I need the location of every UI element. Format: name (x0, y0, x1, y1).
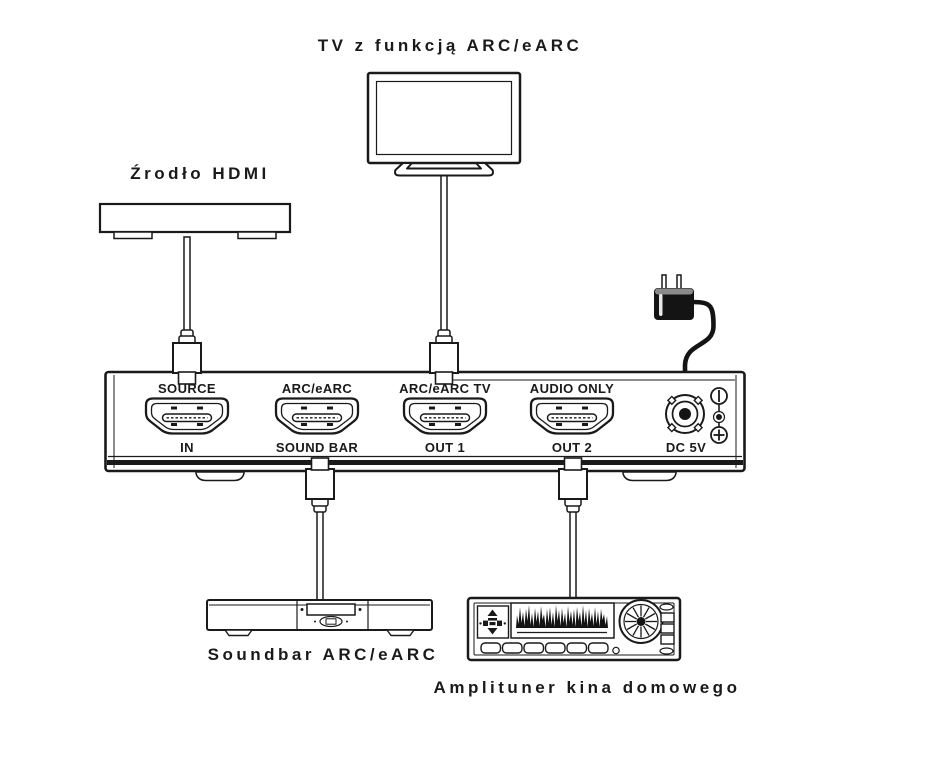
port-top-label-arc-earc-tv: ARC/eARC TV (399, 381, 491, 396)
port-top-label-audio-only: AUDIO ONLY (529, 381, 615, 396)
hdmi-port-soundbar (274, 397, 360, 435)
port-top-label-arc-earc: ARC/eARC (281, 381, 353, 396)
amplifier-label: Amplituner kina domowego (433, 678, 741, 697)
hdmi-cable-source (183, 236, 191, 333)
receiver-dpad-icon (476, 605, 510, 639)
soundbar-display (306, 603, 356, 616)
dc-jack (665, 394, 705, 434)
receiver-volume-knob (618, 599, 664, 644)
hdmi-cable-receiver (569, 509, 577, 601)
hdmi-source-illustration (98, 202, 292, 240)
panel-foot-left (195, 471, 245, 482)
power-adapter-illustration (654, 274, 716, 413)
source-label: Źrodło HDMI (130, 164, 270, 183)
power-jack-label: DC 5V (665, 440, 707, 455)
hdmi-port-out2 (529, 397, 615, 435)
port-bottom-label-out2: OUT 2 (551, 440, 593, 455)
hdmi-cable-tv (440, 173, 448, 333)
panel-foot-right (622, 471, 677, 482)
soundbar-illustration (206, 599, 433, 637)
soundbar-label: Soundbar ARC/eARC (207, 645, 439, 664)
port-bottom-label-soundbar: SOUND BAR (275, 440, 359, 455)
av-receiver-illustration (466, 596, 682, 662)
port-top-label-source: SOURCE (157, 381, 217, 396)
tv-illustration (366, 71, 522, 177)
receiver-preset-buttons (480, 642, 609, 654)
hdmi-port-out1 (402, 397, 488, 435)
receiver-display (510, 602, 615, 639)
tv-label: TV z funkcją ARC/eARC (317, 36, 583, 55)
hdmi-port-source-in (144, 397, 230, 435)
hdmi-cable-soundbar (316, 509, 324, 603)
dc-polarity-center-positive-icon (710, 387, 728, 444)
port-bottom-label-out1: OUT 1 (424, 440, 466, 455)
port-bottom-label-in: IN (180, 440, 194, 455)
